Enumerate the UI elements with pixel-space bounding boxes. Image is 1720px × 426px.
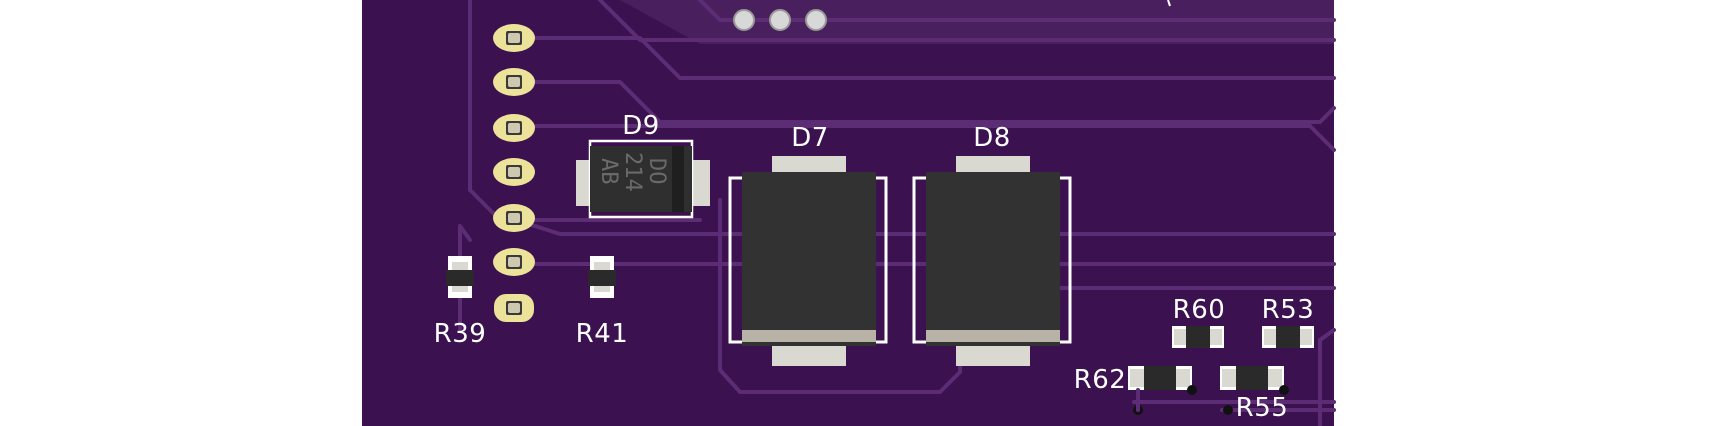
d9-package-line-3: AB [596, 158, 621, 185]
d9-label: D9 [622, 111, 660, 141]
pcb-traces [458, 0, 1336, 426]
d7-label: D7 [791, 123, 829, 153]
header-pad-5 [493, 204, 535, 232]
d7-body [742, 172, 876, 346]
resistor-r41: R41 [576, 256, 629, 349]
diode-d8: D8 [912, 123, 1072, 366]
header-pads [493, 24, 535, 322]
header-pad-1 [493, 24, 535, 52]
header-pad-4 [493, 158, 535, 186]
diode-d7: D7 [728, 123, 888, 366]
r55-label: R55 [1236, 393, 1289, 423]
r53-label: R53 [1262, 295, 1315, 325]
resistor-r39: R39 [434, 256, 487, 349]
mounting-hole-1 [733, 9, 755, 31]
diode-d9: DO 214 AB D9 [576, 111, 710, 219]
silk-mark-top [1167, 0, 1171, 7]
r62-label: R62 [1074, 365, 1127, 395]
header-pad-6 [493, 248, 535, 276]
d9-pad-right [688, 160, 710, 206]
r41-label: R41 [576, 319, 629, 349]
resistor-r62: R62 [1074, 365, 1197, 415]
resistor-r60: R60 [1172, 295, 1225, 348]
header-pad-3 [493, 114, 535, 142]
mounting-holes [733, 9, 827, 31]
r60-label: R60 [1173, 295, 1226, 325]
d7-pad-bottom [772, 344, 846, 366]
d8-cathode-band [926, 330, 1060, 342]
resistor-r53: R53 [1262, 295, 1315, 348]
mounting-hole-3 [805, 9, 827, 31]
d8-pad-bottom [956, 344, 1030, 366]
d8-label: D8 [973, 123, 1011, 153]
header-pad-7 [494, 294, 534, 322]
resistor-r55: R55 [1220, 366, 1289, 423]
mounting-hole-2 [769, 9, 791, 31]
d9-cathode-band [672, 146, 684, 212]
header-pad-2 [493, 68, 535, 96]
d8-body [926, 172, 1060, 346]
d9-package-line-2: 214 [620, 152, 645, 192]
d7-cathode-band [742, 330, 876, 342]
r39-label: R39 [434, 319, 487, 349]
d9-package-line-1: DO [644, 158, 669, 185]
